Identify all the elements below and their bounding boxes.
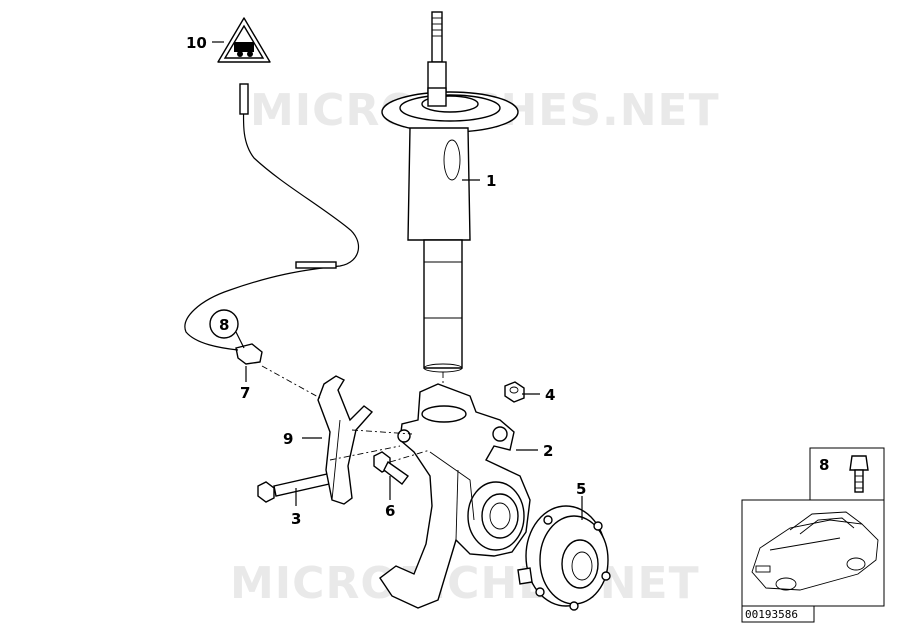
hex-nut[interactable]	[504, 381, 525, 403]
callout-10: 10	[186, 34, 207, 52]
callout-7: 7	[240, 384, 250, 402]
hex-bolt-short[interactable]	[373, 451, 409, 485]
callout-8-inset: 8	[819, 456, 829, 474]
abs-sensor[interactable]	[184, 83, 360, 365]
strut-assembly[interactable]	[381, 11, 519, 410]
callout-2: 2	[543, 442, 553, 460]
steering-knuckle[interactable]	[379, 383, 531, 609]
inset-screw-box[interactable]: 8	[809, 447, 885, 501]
callout-6: 6	[385, 502, 395, 520]
warning-label[interactable]	[217, 17, 271, 63]
reference-number: 00193586	[745, 608, 798, 621]
callout-9: 9	[283, 430, 293, 448]
callout-1: 1	[486, 172, 496, 190]
inset-car-thumbnail	[741, 499, 885, 607]
callout-5: 5	[576, 480, 586, 498]
wheel-hub[interactable]	[517, 505, 611, 611]
sensor-bracket[interactable]	[317, 375, 374, 505]
callout-8: 8	[219, 316, 229, 334]
callout-4: 4	[545, 386, 555, 404]
watermark-bottom: MICROFICHES.NET	[230, 558, 700, 609]
hex-bolt-long[interactable]	[257, 471, 339, 503]
callout-8-circle	[209, 309, 239, 339]
callout-3: 3	[291, 510, 301, 528]
